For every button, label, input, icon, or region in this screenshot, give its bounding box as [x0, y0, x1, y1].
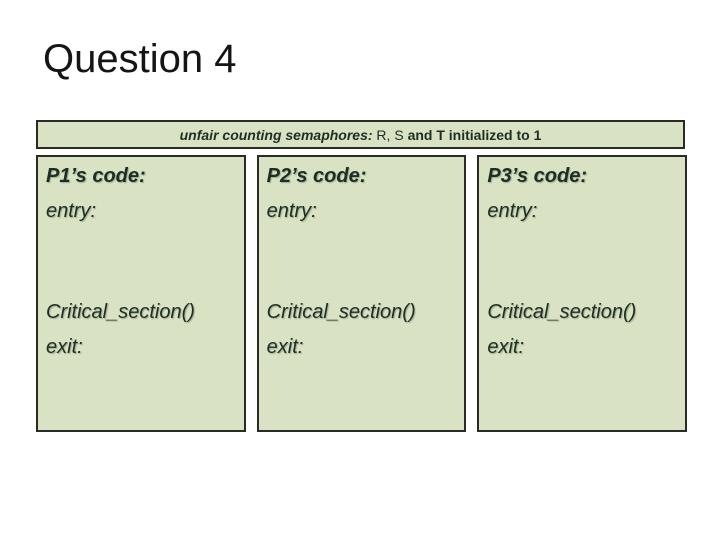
code-boxes-row: P1’s code: entry: Critical_section() exi…	[36, 155, 688, 432]
banner-regular-text: R, S	[372, 126, 408, 143]
p3-code-box: P3’s code: entry: Critical_section() exi…	[477, 155, 688, 432]
p2-critical-section-label: Critical_section()	[266, 301, 416, 323]
p1-exit-label: exit:	[46, 336, 83, 358]
p2-exit-label: exit:	[266, 336, 304, 358]
p3-entry-label: entry:	[487, 200, 538, 222]
banner-italic-text: unfair counting semaphores:	[179, 126, 373, 143]
p3-exit-label: exit:	[487, 336, 525, 358]
p2-entry-label: entry:	[266, 200, 317, 222]
banner: unfair counting semaphores: R, S and T i…	[36, 120, 685, 149]
banner-bold-text: and T initialized to 1	[407, 126, 542, 143]
page-title: Question 4	[43, 37, 237, 81]
p1-critical-section-label: Critical_section()	[46, 301, 195, 323]
p2-code-header: P2’s code:	[266, 165, 367, 187]
p3-code-header: P3’s code:	[487, 165, 588, 187]
p1-code-header: P1’s code:	[46, 165, 146, 187]
p1-code-box: P1’s code: entry: Critical_section() exi…	[36, 155, 246, 432]
p1-entry-label: entry:	[46, 200, 97, 222]
p3-critical-section-label: Critical_section()	[487, 301, 637, 323]
p2-code-box: P2’s code: entry: Critical_section() exi…	[256, 155, 467, 432]
